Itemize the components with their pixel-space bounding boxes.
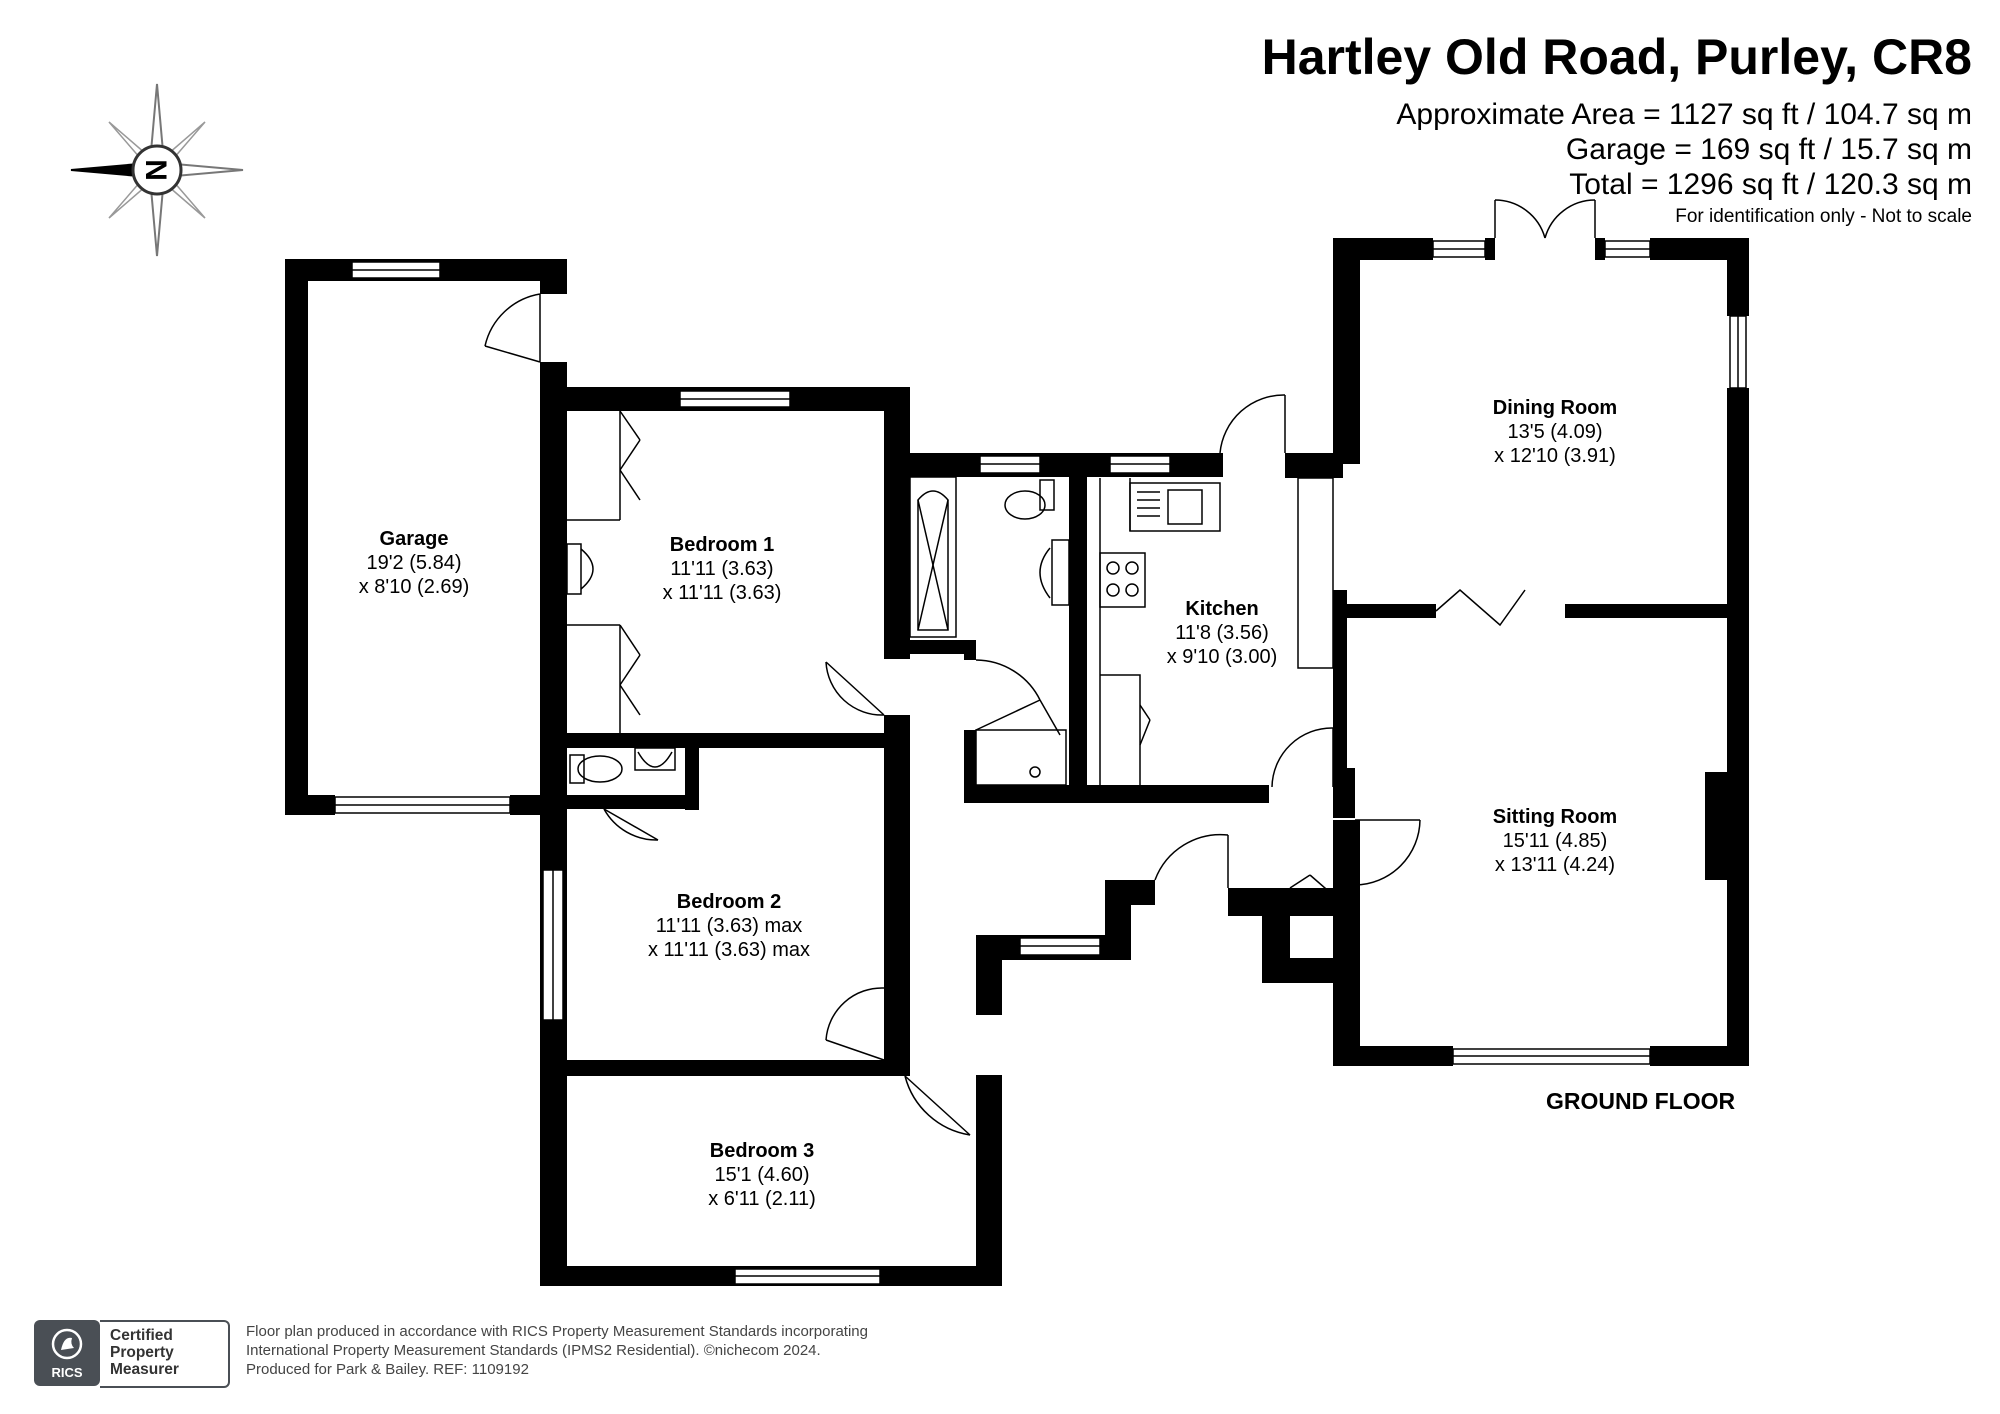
- badge-line: Measurer: [110, 1361, 179, 1378]
- room-label-sitting-room: Sitting Room 15'11 (4.85) x 13'11 (4.24): [1493, 805, 1617, 877]
- doors: [484, 199, 1596, 1136]
- room-dimension: 19'2 (5.84): [366, 552, 462, 574]
- room-dimension: 15'11 (4.85): [1502, 830, 1608, 852]
- room-name: Sitting Room: [1492, 806, 1618, 828]
- badge-line: Certified: [110, 1327, 173, 1344]
- room-dimension: 11'11 (3.63): [670, 558, 774, 580]
- room-dimension: x 8'10 (2.69): [358, 576, 470, 598]
- windows: [334, 240, 1747, 1285]
- room-label-bedroom-2: Bedroom 2 11'11 (3.63) max x 11'11 (3.63…: [648, 890, 810, 962]
- room-name: Bedroom 1: [669, 534, 775, 556]
- footer-notes: Floor plan produced in accordance with R…: [246, 1322, 868, 1379]
- room-dimension: x 9'10 (3.00): [1166, 646, 1278, 668]
- room-dimension: 11'11 (3.63) max: [655, 915, 803, 937]
- fixtures: [566, 476, 1334, 787]
- room-name: Garage: [379, 528, 449, 550]
- room-dimension: x 6'11 (2.11): [708, 1188, 816, 1210]
- room-dimension: x 13'11 (4.24): [1494, 854, 1616, 876]
- room-name: Dining Room: [1492, 397, 1618, 419]
- room-name: Bedroom 3: [709, 1140, 815, 1162]
- scale-note: For identification only - Not to scale: [1675, 206, 1972, 227]
- garage-area-text: Garage = 169 sq ft / 15.7 sq m: [1565, 133, 1972, 166]
- room-dimension: x 12'10 (3.91): [1494, 445, 1616, 467]
- total-area-text: Total = 1296 sq ft / 120.3 sq m: [1569, 168, 1972, 201]
- rics-certified-badge: RICS Certified Property Measurer: [34, 1320, 232, 1388]
- room-dimension: x 11'11 (3.63) max: [647, 939, 811, 961]
- room-dimension: 15'1 (4.60): [714, 1164, 810, 1186]
- approximate-area-text: Approximate Area = 1127 sq ft / 104.7 sq…: [1396, 98, 1972, 131]
- room-dimension: 11'8 (3.56): [1175, 622, 1269, 644]
- room-label-garage: Garage 19'2 (5.84) x 8'10 (2.69): [359, 527, 470, 599]
- footer-line: Floor plan produced in accordance with R…: [246, 1323, 868, 1340]
- compass-rose-icon: N: [70, 83, 244, 257]
- room-name: Bedroom 2: [676, 891, 782, 913]
- room-label-bedroom-3: Bedroom 3 15'1 (4.60) x 6'11 (2.11): [708, 1139, 816, 1211]
- floor-label: GROUND FLOOR: [1546, 1088, 1736, 1114]
- lion-emblem-icon: [51, 1328, 83, 1360]
- room-label-kitchen: Kitchen 11'8 (3.56) x 9'10 (3.00): [1167, 597, 1278, 669]
- room-dimension: 13'5 (4.09): [1507, 421, 1603, 443]
- room-name: Kitchen: [1185, 598, 1259, 620]
- footer-line: Produced for Park & Bailey. REF: 1109192: [246, 1361, 529, 1378]
- footer-line: International Property Measurement Stand…: [246, 1342, 821, 1359]
- badge-line: Property: [110, 1344, 174, 1361]
- certified-measurer-box: Certified Property Measurer: [100, 1320, 230, 1388]
- rics-logo-text: RICS: [51, 1365, 83, 1380]
- room-label-bedroom-1: Bedroom 1 11'11 (3.63) x 11'11 (3.63): [663, 533, 782, 605]
- room-dimension: x 11'11 (3.63): [662, 582, 782, 604]
- room-label-dining-room: Dining Room 13'5 (4.09) x 12'10 (3.91): [1493, 396, 1617, 468]
- rics-logo-icon: RICS: [34, 1320, 100, 1386]
- page-title: Hartley Old Road, Purley, CR8: [1261, 29, 1972, 85]
- compass-north-letter: N: [141, 159, 174, 181]
